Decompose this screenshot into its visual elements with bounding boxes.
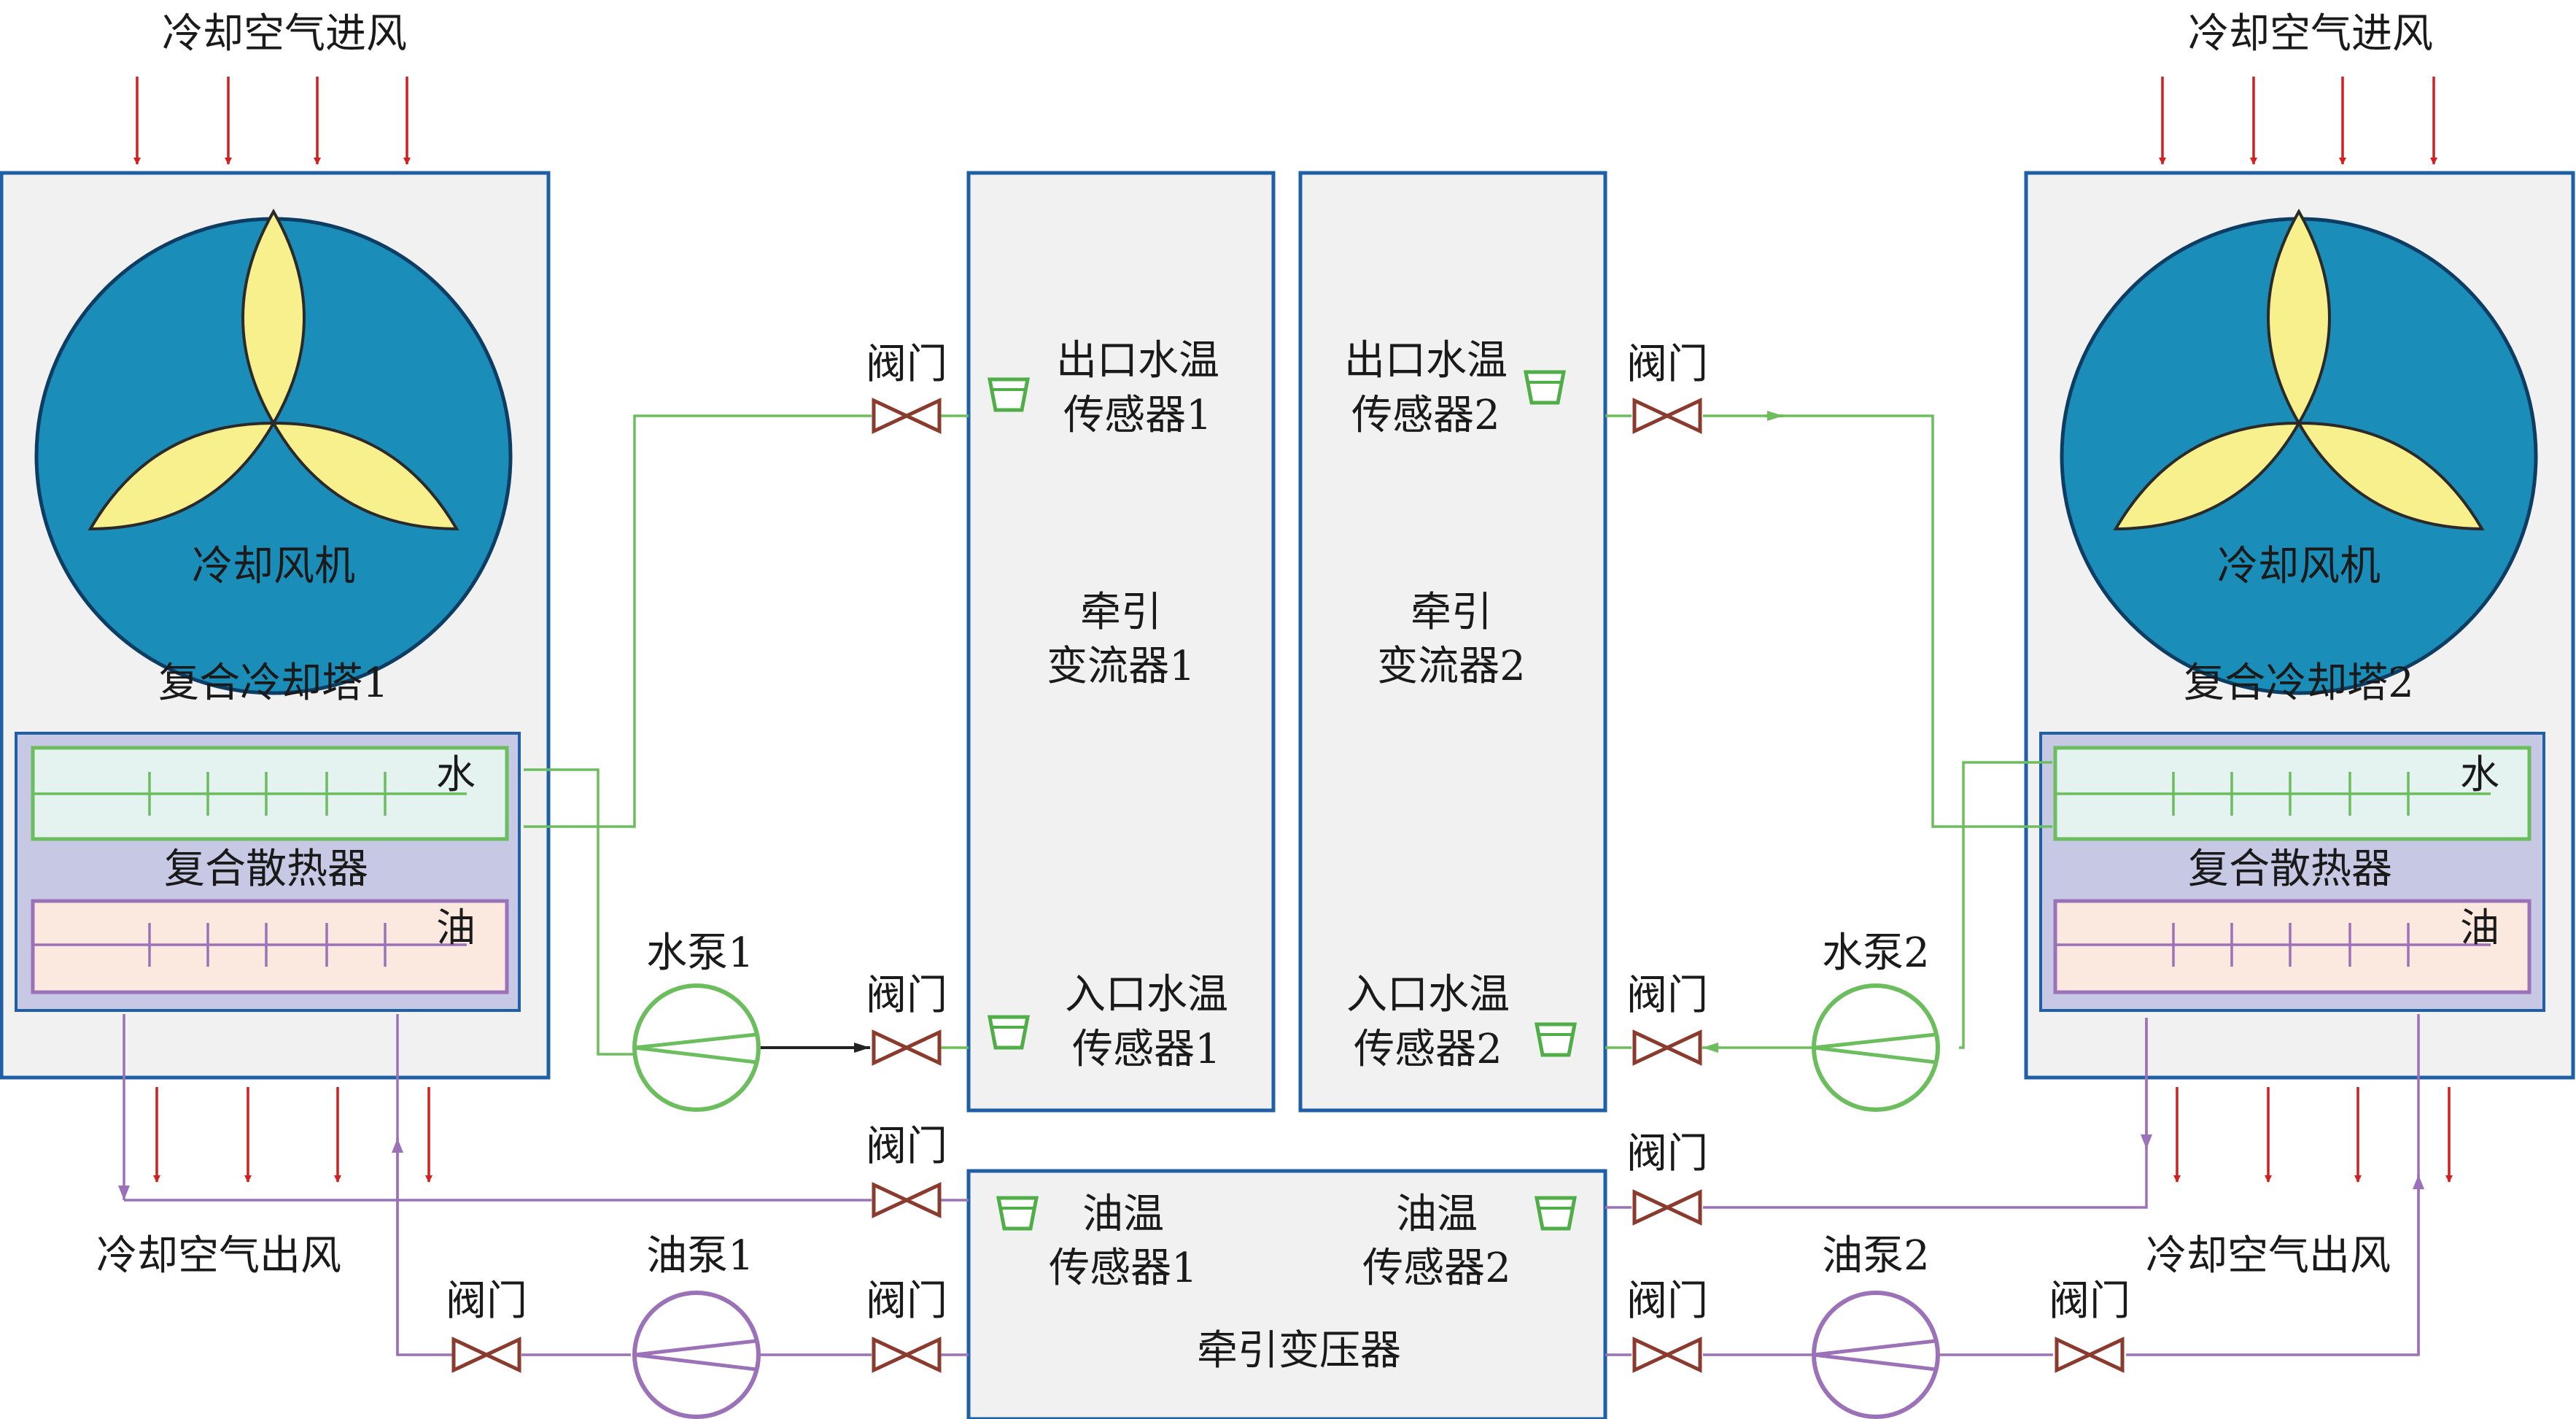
converter2-outlet-sensor-line1: 出口水温	[1344, 337, 1508, 384]
traction-converter-2	[1298, 171, 1607, 1113]
right-water-label: 水	[2460, 751, 2499, 797]
left-tower-label: 复合冷却塔1	[158, 660, 389, 707]
valve-label: 阀门	[866, 341, 947, 388]
valve-oil-pump1-left	[451, 1337, 521, 1373]
valve-label: 阀门	[1626, 341, 1708, 388]
valve-oil-pump2-right	[2055, 1337, 2125, 1373]
oil-pump-1	[632, 1291, 761, 1419]
right-fan	[2060, 208, 2538, 695]
oil-pump-2-label: 油泵2	[1822, 1232, 1930, 1280]
oil-sensor2-line2: 传感器2	[1362, 1245, 1511, 1292]
left-fan-label: 冷却风机	[192, 543, 355, 590]
right-radiator	[2039, 732, 2545, 1012]
converter1-outlet-sensor-line1: 出口水温	[1056, 337, 1219, 384]
right-oil-loop	[1605, 1014, 2424, 1356]
left-oil-label: 油	[436, 905, 476, 951]
oil-pump-2	[1812, 1291, 1940, 1419]
valve-label: 阀门	[1626, 972, 1708, 1019]
traction-transformer	[966, 1169, 1607, 1419]
sensor-inlet-water-1	[987, 1015, 1031, 1050]
left-water-loop	[524, 414, 969, 1056]
right-fan-label: 冷却风机	[2217, 543, 2381, 590]
valve-converter2-outlet	[1632, 398, 1702, 434]
water-pump-1-label: 水泵1	[646, 929, 754, 977]
valve-transformer-oil-right-bottom	[1632, 1337, 1702, 1373]
left-water-label: 水	[436, 751, 476, 797]
sensor-inlet-water-2	[1534, 1022, 1578, 1057]
oil-sensor2-line1: 油温	[1396, 1191, 1478, 1238]
converter1-inlet-sensor-line2: 传感器1	[1072, 1026, 1221, 1073]
valve-transformer-oil-left-bottom	[872, 1337, 942, 1373]
right-air-out-label: 冷却空气出风	[2146, 1232, 2391, 1280]
valve-transformer-oil-right-top	[1632, 1189, 1702, 1226]
valve-label: 阀门	[2049, 1277, 2130, 1325]
left-air-in-label: 冷却空气进风	[162, 10, 407, 58]
oil-sensor1-line1: 油温	[1082, 1191, 1164, 1238]
valve-transformer-oil-left-top	[872, 1182, 942, 1218]
sensor-outlet-water-2	[1523, 370, 1567, 405]
valve-converter1-inlet	[872, 1029, 942, 1066]
left-oil-loop	[118, 1014, 969, 1356]
valve-label: 阀门	[446, 1277, 527, 1325]
left-radiator	[15, 732, 521, 1012]
traction-converter-1	[966, 171, 1276, 1113]
right-air-in-label: 冷却空气进风	[2188, 10, 2433, 58]
valve-label: 阀门	[1626, 1130, 1708, 1178]
transformer-name: 牵引变压器	[1197, 1327, 1401, 1374]
converter2-name-line2: 变流器2	[1377, 643, 1526, 690]
water-pump-2-label: 水泵2	[1822, 929, 1930, 977]
converter1-inlet-sensor-line1: 入口水温	[1065, 971, 1228, 1018]
converter2-inlet-sensor-line1: 入口水温	[1346, 971, 1510, 1018]
valve-converter1-outlet	[872, 398, 942, 434]
left-fan	[34, 208, 513, 695]
valve-label: 阀门	[866, 1123, 947, 1170]
sensor-oil-temp-1	[996, 1196, 1039, 1231]
left-air-out-arrows	[153, 1087, 432, 1183]
right-oil-label: 油	[2460, 905, 2499, 951]
water-pump-2	[1812, 983, 1940, 1112]
valve-label: 阀门	[866, 972, 947, 1019]
oil-pump-1-label: 油泵1	[646, 1232, 754, 1280]
right-water-loop	[1605, 414, 2052, 1053]
converter1-outlet-sensor-line2: 传感器1	[1063, 392, 1212, 439]
water-pump-1	[632, 983, 761, 1112]
valve-label: 阀门	[1626, 1277, 1708, 1325]
right-radiator-label: 复合散热器	[2188, 846, 2392, 893]
left-air-in-arrows	[133, 77, 411, 165]
right-tower-label: 复合冷却塔2	[2184, 660, 2414, 707]
right-air-in-arrows	[2159, 77, 2437, 165]
valve-converter2-inlet	[1632, 1029, 1702, 1066]
sensor-outlet-water-1	[987, 377, 1031, 412]
converter1-name-line1: 牵引	[1080, 589, 1162, 636]
left-radiator-label: 复合散热器	[164, 846, 368, 893]
left-air-out-label: 冷却空气出风	[96, 1232, 341, 1280]
converter2-name-line1: 牵引	[1411, 589, 1492, 636]
valve-label: 阀门	[866, 1277, 947, 1325]
converter2-outlet-sensor-line2: 传感器2	[1351, 392, 1500, 439]
converter1-name-line2: 变流器1	[1047, 643, 1195, 690]
oil-sensor1-line2: 传感器1	[1049, 1245, 1198, 1292]
sensor-oil-temp-2	[1534, 1196, 1578, 1231]
right-air-out-arrows	[2173, 1087, 2453, 1183]
converter2-inlet-sensor-line2: 传感器2	[1354, 1026, 1502, 1073]
